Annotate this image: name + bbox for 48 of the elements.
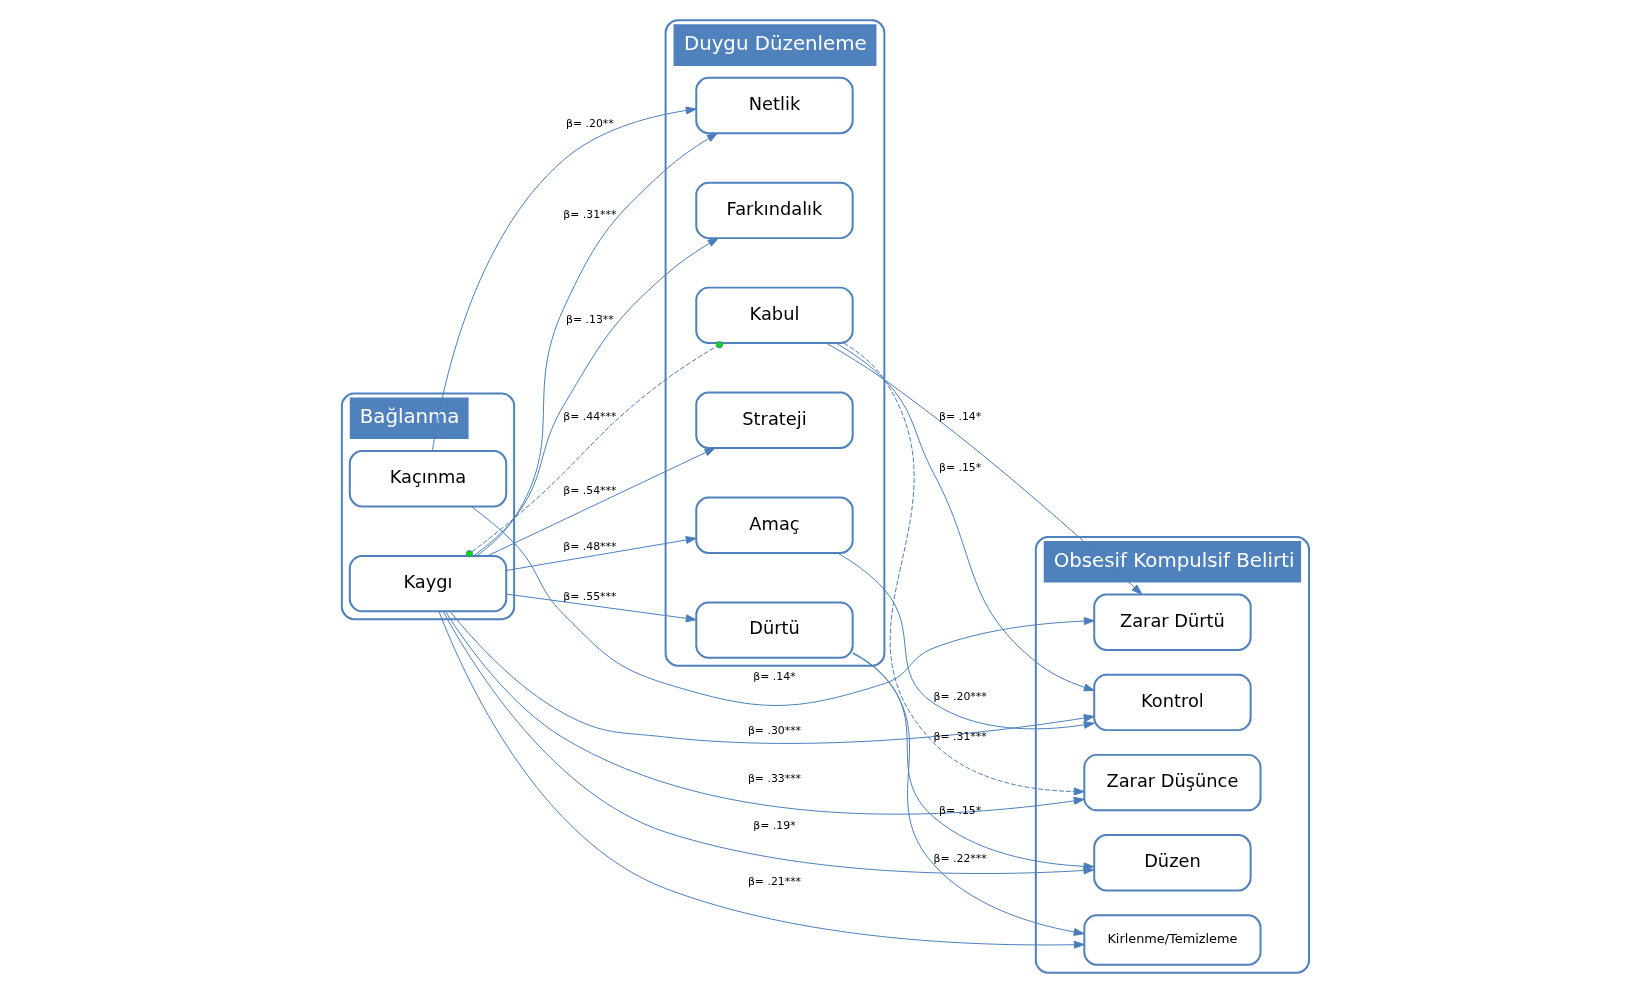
edge-label: β= .15* [938, 804, 982, 818]
arrow [438, 611, 1085, 949]
arrow [487, 447, 716, 557]
connector [465, 341, 724, 558]
edge-label: β= .22*** [933, 851, 987, 865]
edge-label: β= .20** [566, 117, 614, 131]
arrow [852, 652, 1085, 936]
node-box: Kabul [695, 286, 854, 345]
node-box: Farkındalık [695, 181, 854, 240]
edge-label: β= .13** [566, 313, 614, 327]
edge-label: β= .14* [938, 410, 982, 424]
edge-label: β= .14* [753, 670, 796, 684]
arrow [825, 342, 1143, 595]
edge-label: β= .20*** [933, 690, 987, 704]
arrow [431, 106, 697, 452]
arrow [835, 342, 1095, 692]
node-box: Netlik [695, 76, 854, 135]
arrow [852, 653, 1095, 871]
node-box: Zarar Dürtü [1093, 593, 1252, 651]
arrow [837, 552, 1095, 730]
node-box: Kaçınma [348, 449, 508, 508]
edge-label: β= .54*** [563, 484, 617, 498]
edge-label: β= .15* [938, 460, 982, 474]
arrow [444, 611, 1085, 815]
arrow [449, 610, 1095, 744]
node-box: Amaç [695, 496, 854, 554]
edge-label: β= .19* [753, 818, 796, 832]
arrow [505, 536, 697, 571]
arrow [470, 506, 1095, 706]
edge-label: β= .44*** [563, 410, 617, 424]
edge-label: β= .21*** [747, 875, 802, 889]
edge-label: β= .33*** [747, 772, 802, 786]
node-box: Kirlenme/Temizleme [1083, 914, 1262, 966]
node-box: Dürtü [695, 601, 854, 659]
edge-label: β= .48*** [563, 539, 617, 553]
edge-label: β= .31*** [933, 729, 987, 743]
arrow [476, 132, 718, 557]
arrow [843, 342, 1085, 796]
node-box: Strateji [695, 391, 854, 449]
node-box: Kaygı [348, 554, 508, 613]
edge-label: β= .55*** [563, 590, 617, 604]
node-box: Kontrol [1093, 673, 1252, 732]
arrow [473, 237, 719, 557]
node-box: Düzen [1093, 834, 1252, 892]
node-box: Zarar Düşünce [1083, 753, 1262, 812]
edge-label: β= .31*** [563, 208, 617, 222]
edge-label: β= .30*** [747, 723, 802, 737]
arrow [505, 593, 697, 623]
